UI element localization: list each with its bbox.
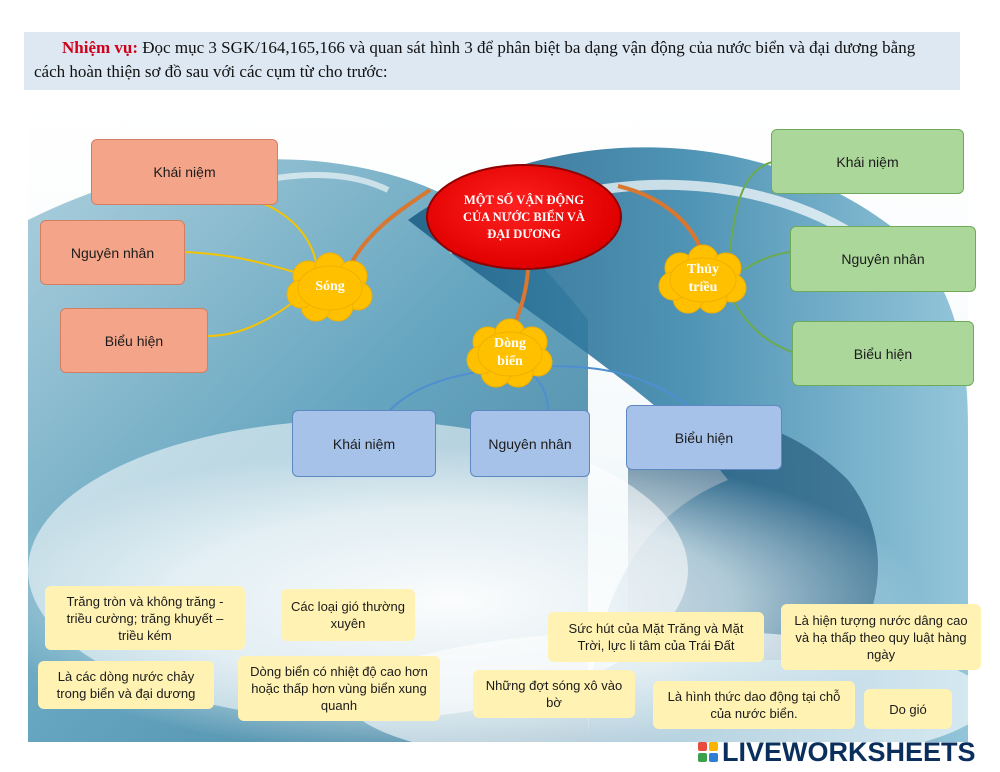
link-center-song xyxy=(350,188,432,263)
liveworksheets-logo: LIVEWORKSHEETS xyxy=(698,736,976,768)
phrase-card[interactable]: Dòng biển có nhiệt độ cao hơn hoặc thấp … xyxy=(238,656,440,721)
song-bieu-hien-box[interactable]: Biểu hiện xyxy=(60,308,208,373)
song-khai-niem-box[interactable]: Khái niệm xyxy=(91,139,278,205)
cloud-shape-icon xyxy=(658,244,747,314)
center-topic-label: MỘT SỐ VẬN ĐỘNG CỦA NƯỚC BIỂN VÀ ĐẠI DƯƠ… xyxy=(463,192,585,241)
phrase-card[interactable]: Là các dòng nước chảy trong biển và đại … xyxy=(38,661,214,709)
phrase-card[interactable]: Sức hút của Mặt Trăng và Mặt Trời, lực l… xyxy=(548,612,764,662)
phrase-card[interactable]: Trăng tròn và không trăng - triều cường;… xyxy=(45,586,245,650)
dong-bien-bieu-hien-box[interactable]: Biểu hiện xyxy=(626,405,782,470)
dong-bien-nguyen-nhan-box[interactable]: Nguyên nhân xyxy=(470,410,590,477)
dong-bien-label: Dòng biển xyxy=(494,336,526,369)
thuy-trieu-bieu-hien-box[interactable]: Biểu hiện xyxy=(792,321,974,386)
thuy-trieu-label: Thủy triều xyxy=(687,262,719,295)
phrase-card[interactable]: Là hiện tượng nước dâng cao và hạ thấp t… xyxy=(781,604,981,670)
thuy-trieu-cloud: Thủy triều xyxy=(658,244,748,314)
link-tt-khai-niem xyxy=(729,161,773,253)
cloud-shape-icon xyxy=(286,252,373,322)
phrase-card[interactable]: Những đợt sóng xô vào bờ xyxy=(473,670,635,718)
phrase-card[interactable]: Do gió xyxy=(864,689,952,729)
center-topic: MỘT SỐ VẬN ĐỘNG CỦA NƯỚC BIỂN VÀ ĐẠI DƯƠ… xyxy=(426,164,622,270)
link-center-thuy-trieu xyxy=(617,184,704,253)
dong-bien-khai-niem-box[interactable]: Khái niệm xyxy=(292,410,436,477)
phrase-card[interactable]: Là hình thức dao động tại chỗ của nước b… xyxy=(653,681,855,729)
link-song-bieu-hien xyxy=(207,299,297,337)
dong-bien-cloud: Dòng biển xyxy=(466,318,554,388)
song-label: Sóng xyxy=(315,279,345,294)
link-tt-bieu-hien xyxy=(733,301,793,353)
thuy-trieu-nguyen-nhan-box[interactable]: Nguyên nhân xyxy=(790,226,976,292)
song-nguyen-nhan-box[interactable]: Nguyên nhân xyxy=(40,220,185,285)
thuy-trieu-khai-niem-box[interactable]: Khái niệm xyxy=(771,129,964,194)
task-text: Đọc mục 3 SGK/164,165,166 và quan sát hì… xyxy=(34,38,916,81)
brand-text: LIVEWORKSHEETS xyxy=(722,736,976,767)
link-db-bieu-hien xyxy=(547,365,691,407)
link-song-nguyen-nhan xyxy=(183,251,295,273)
link-song-khai-niem xyxy=(263,203,317,263)
task-instructions: Nhiệm vụ: Đọc mục 3 SGK/164,165,166 và q… xyxy=(24,32,960,90)
link-db-khai-niem xyxy=(389,371,479,411)
liveworksheets-logo-icon xyxy=(698,742,718,762)
phrase-card[interactable]: Các loại gió thường xuyên xyxy=(281,589,415,641)
link-tt-nguyen-nhan xyxy=(743,251,791,271)
cloud-shape-icon xyxy=(466,318,553,388)
song-cloud: Sóng xyxy=(286,252,374,322)
task-label: Nhiệm vụ: xyxy=(62,38,139,57)
